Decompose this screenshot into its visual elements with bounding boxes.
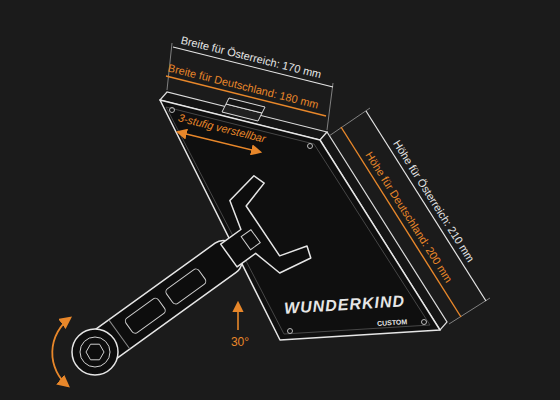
holder-arm	[66, 173, 316, 392]
dimension-line	[366, 111, 486, 301]
rotation-arrow	[52, 318, 70, 386]
mount-tab-top	[226, 98, 265, 113]
angle-label: 30°	[231, 336, 249, 349]
plate-screws	[170, 108, 427, 334]
angle-arrow	[237, 303, 239, 330]
plate-front-face	[160, 100, 440, 340]
clamp-bolt	[72, 329, 118, 375]
plate-bevel	[166, 107, 430, 334]
